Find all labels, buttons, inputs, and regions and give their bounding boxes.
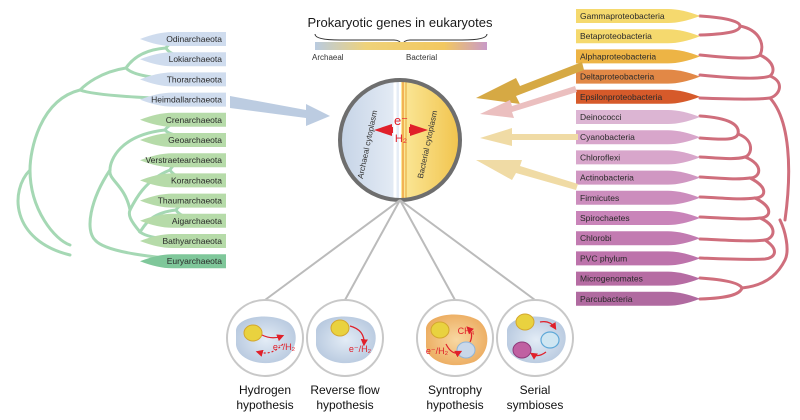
reverse-flow-hypothesis-panel: e⁻/H₂ [306,299,384,377]
bacteria-taxon-pill [576,69,700,84]
bacteria-taxon-label: Deltaproteobacteria [580,72,654,82]
archaea-taxon-label: Crenarchaeota [166,115,223,125]
hypothesis-connectors [264,199,536,301]
bacteria-taxon-label: Chloroflexi [580,152,620,162]
archaea-taxon-pill [140,112,226,127]
alphaproteobacteria-arrow [476,62,584,104]
archaea-taxon-label: Heimdallarchaeota [151,95,222,105]
archaea-to-cell-arrow [230,96,330,126]
bacteria-taxon-pill [576,271,700,286]
syntrophy-subtitle: hypothesis [426,398,483,412]
bacteria-taxon-label: Cyanobacteria [580,132,635,142]
archaea-taxon-label: Thaumarchaeota [158,196,223,206]
archaea-taxon-pill [140,92,226,107]
hydrogen-transfer-label: e⁻/H₂ [273,342,296,352]
archaea-taxon-pill [140,32,226,46]
archaea-tree [16,36,218,264]
bacterial-label: Bacterial [406,53,437,62]
bacteria-taxon-pill [576,49,700,64]
bacteria-taxon-pill [576,251,700,266]
hydrogen-hypothesis-panel: e⁻/H₂ [226,299,304,377]
syntrophy-title: Syntrophy [428,383,482,397]
archaea-taxon-label: Verstraetearchaeota [145,155,222,165]
bacteria-taxon-pill [576,291,700,306]
gradient-bar [315,42,487,50]
bacteria-taxon-label: Gammaproteobacteria [580,11,665,21]
actinobacteria-arrow [476,160,578,190]
methane-label: CH₄ [458,326,475,336]
archaea-taxon-pill [140,72,226,87]
serial-symbioses-subtitle: symbioses [507,398,564,412]
bacteria-taxon-pill [576,29,700,44]
reverse-flow-label: e⁻/H₂ [349,344,372,354]
bacteria-taxon-label: Deinococci [580,112,622,122]
central-cell [338,78,462,202]
bacteria-tree [698,14,791,301]
bacteria-taxon-label: Chlorobi [580,233,612,243]
reverse-flow-subtitle: hypothesis [316,398,373,412]
bacteria-taxon-pill [576,190,700,205]
archaea-taxon-label: Odinarchaeota [166,34,222,44]
bacteria-taxon-pill [576,211,700,225]
syntrophy-transfer-label: e⁻/H₂ [426,346,449,356]
bacteria-taxon-pill [576,9,700,23]
archaea-taxon-label: Geoarchaeota [168,135,222,145]
right-arrow-shaft [409,127,419,133]
archaea-taxon-pill [140,153,226,168]
serial-symbioses-title: Serial [520,383,551,397]
archaea-list: OdinarchaeotaLokiarchaeotaThorarchaeotaH… [140,32,226,269]
syntrophy-hypothesis-panel: CH₄ e⁻/H₂ [416,299,494,377]
electron-label: e⁻ [394,113,408,128]
bacteria-taxon-label: Betaproteobacteria [580,31,652,41]
archaea-taxon-pill [140,193,226,208]
bacteria-taxon-label: Firmicutes [580,193,619,203]
left-arrow-shaft [383,127,393,133]
archaea-taxon-label: Thorarchaeota [167,74,223,84]
cyanobacteria-arrow [480,128,578,146]
serial-symbioses-panel [496,299,574,377]
bacteria-taxon-pill [576,89,700,104]
reverse-flow-title: Reverse flow [310,383,380,397]
archaea-taxon-pill [140,213,226,228]
hydrogen-hypothesis-subtitle: hypothesis [236,398,293,412]
bacteria-taxon-label: Parcubacteria [580,294,633,304]
archaea-taxon-label: Euryarchaeota [167,256,223,266]
bacteria-taxon-label: Actinobacteria [580,173,634,183]
bacteria-taxon-label: Epsilonproteobacteria [580,92,662,102]
bacteria-taxon-pill [576,231,700,246]
archaea-taxon-pill [140,234,226,248]
bacteria-taxon-pill [576,130,700,145]
archaea-taxon-pill [140,254,226,269]
archaea-taxon-pill [140,52,226,67]
archaeal-label: Archaeal [312,53,344,62]
hydrogen-label: H₂ [395,133,407,145]
diagram-title: Prokaryotic genes in eukaryotes [308,15,493,30]
bacteria-taxon-label: PVC phylum [580,253,627,263]
archaea-taxon-label: Lokiarchaeota [169,54,223,64]
archaea-taxon-pill [140,133,226,147]
archaea-taxon-label: Bathyarchaeota [162,236,222,246]
hydrogen-hypothesis-title: Hydrogen [239,383,291,397]
bacteria-taxon-label: Microgenomates [580,274,643,284]
archaea-taxon-label: Aigarchaeota [172,216,222,226]
deltaproteobacteria-arrow [480,86,577,118]
bacteria-list: GammaproteobacteriaBetaproteobacteriaAlp… [576,9,700,306]
archaea-taxon-label: Korarchaeota [171,175,222,185]
archaea-taxon-pill [140,173,226,188]
bacteria-taxon-label: Alphaproteobacteria [580,51,656,61]
bacteria-taxon-pill [576,170,700,185]
bacteria-taxon-pill [576,150,700,165]
bacteria-taxon-pill [576,110,700,124]
bacteria-taxon-label: Spirochaetes [580,213,630,223]
